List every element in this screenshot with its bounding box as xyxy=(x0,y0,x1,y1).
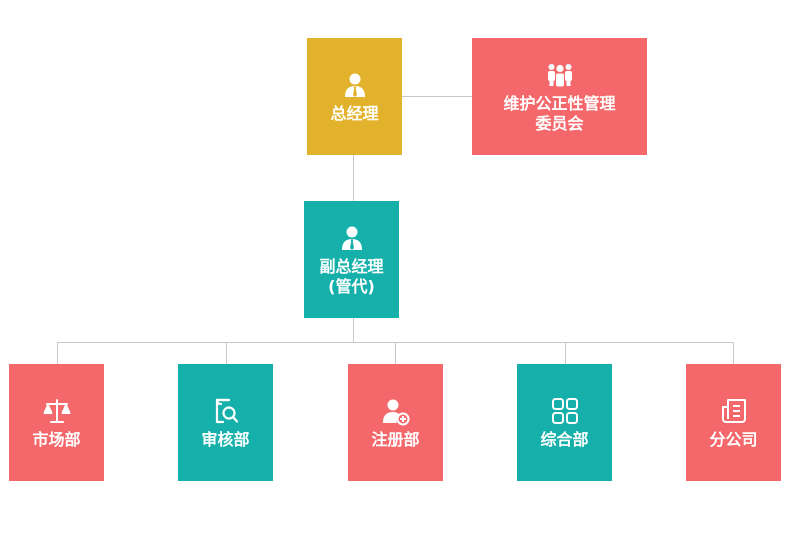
connector-dept-4 xyxy=(565,342,566,364)
node-department-market: 市场部 xyxy=(9,364,104,481)
connector-gm-deputy xyxy=(353,155,354,201)
connector-dept-5 xyxy=(733,342,734,364)
node-label-line1: 副总经理 xyxy=(319,256,384,276)
document-search-icon xyxy=(211,396,241,426)
grid-icon xyxy=(550,396,580,426)
group-icon xyxy=(545,60,575,90)
node-department-audit: 审核部 xyxy=(178,364,273,481)
newspaper-icon xyxy=(719,396,749,426)
node-department-registration: 注册部 xyxy=(348,364,443,481)
scale-icon xyxy=(42,396,72,426)
connector-deputy-bus xyxy=(353,318,354,342)
node-general-manager: 总经理 xyxy=(307,38,402,155)
node-deputy-manager: 副总经理 (管代) xyxy=(304,201,399,318)
node-label: 总经理 xyxy=(330,103,379,123)
node-label: 市场部 xyxy=(32,429,81,449)
connector-dept-1 xyxy=(57,342,58,364)
connector-dept-3 xyxy=(395,342,396,364)
node-label-line1: 维护公正性管理 xyxy=(503,93,616,113)
user-tie-icon xyxy=(340,70,370,100)
node-label-line2: (管代) xyxy=(328,276,375,296)
node-label-line2: 委员会 xyxy=(535,113,584,133)
node-committee: 维护公正性管理 委员会 xyxy=(472,38,647,155)
user-tie-icon xyxy=(337,223,367,253)
node-department-general: 综合部 xyxy=(517,364,612,481)
connector-gm-committee xyxy=(402,96,472,97)
node-label: 注册部 xyxy=(371,429,420,449)
node-department-branch: 分公司 xyxy=(686,364,781,481)
node-label: 综合部 xyxy=(540,429,589,449)
user-add-icon xyxy=(381,396,411,426)
node-label: 分公司 xyxy=(709,429,758,449)
connector-dept-2 xyxy=(226,342,227,364)
node-label: 审核部 xyxy=(201,429,250,449)
